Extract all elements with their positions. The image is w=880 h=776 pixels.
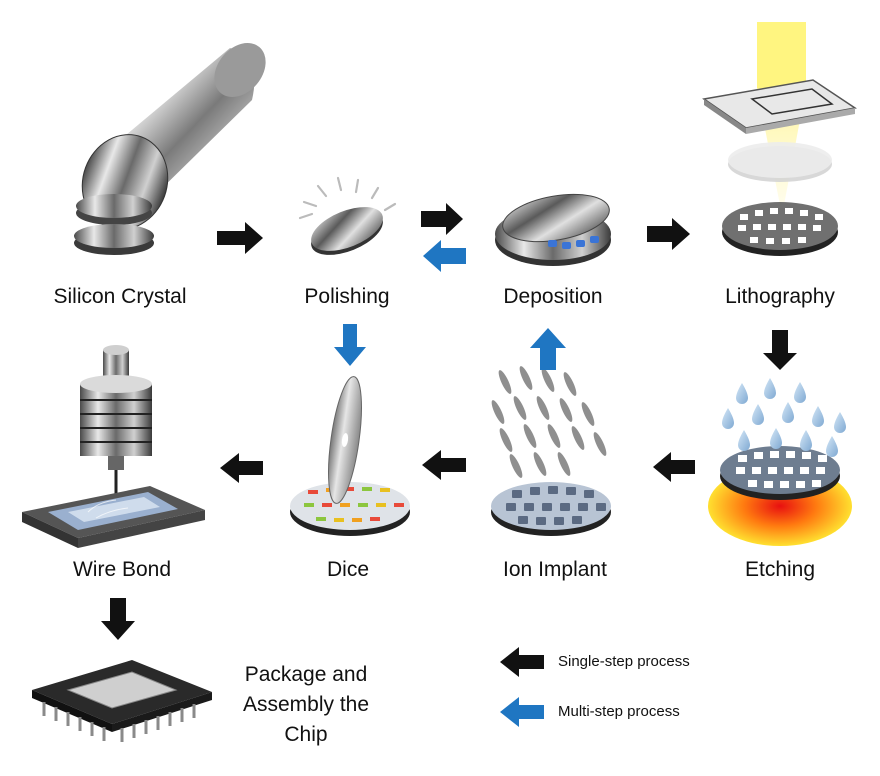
arrow-dice-to-wire-bond <box>220 453 263 483</box>
dice-illustration <box>290 376 410 536</box>
label-silicon-crystal: Silicon Crystal <box>53 285 187 308</box>
legend-multi-step-arrow <box>500 697 544 727</box>
deposition-illustration <box>495 193 611 266</box>
label-package-line-3: Chip <box>284 723 328 746</box>
polishing-illustration <box>298 176 397 255</box>
arrow-deposition-to-lithography <box>647 218 690 250</box>
label-dice: Dice <box>326 558 370 581</box>
label-polishing: Polishing <box>304 285 390 308</box>
lithography-illustration <box>702 22 857 256</box>
arrow-polishing-to-deposition <box>421 203 463 235</box>
arrow-ion-implant-to-dice <box>422 450 466 480</box>
arrow-wire-bond-to-package <box>101 598 135 640</box>
arrow-crystal-to-polishing <box>217 222 263 254</box>
arrow-polishing-to-dice <box>334 324 366 366</box>
etching-illustration <box>708 378 852 546</box>
arrow-etching-to-ion-implant <box>653 452 695 482</box>
label-package-line-2: Assembly the <box>242 693 370 716</box>
legend-single-step-arrow <box>500 647 544 677</box>
legend-single-step-label: Single-step process <box>558 653 690 670</box>
chip-package-illustration <box>32 660 212 742</box>
flow-arrows <box>101 203 797 640</box>
label-wire-bond: Wire Bond <box>72 558 172 581</box>
wire-bond-illustration <box>22 345 205 548</box>
label-etching: Etching <box>744 558 816 581</box>
label-package-line-1: Package and <box>244 663 368 686</box>
label-lithography: Lithography <box>725 285 835 308</box>
label-deposition: Deposition <box>503 285 603 308</box>
arrow-ion-implant-to-deposition <box>530 328 566 370</box>
legend-multi-step-label: Multi-step process <box>558 703 680 720</box>
arrow-lithography-to-etching <box>763 330 797 370</box>
silicon-crystal-illustration <box>74 43 266 255</box>
label-ion-implant: Ion Implant <box>503 558 607 581</box>
arrow-deposition-to-polishing <box>423 240 466 272</box>
ion-implant-illustration <box>491 366 611 536</box>
label-package-assembly: Package and Assembly the Chip <box>243 660 369 750</box>
